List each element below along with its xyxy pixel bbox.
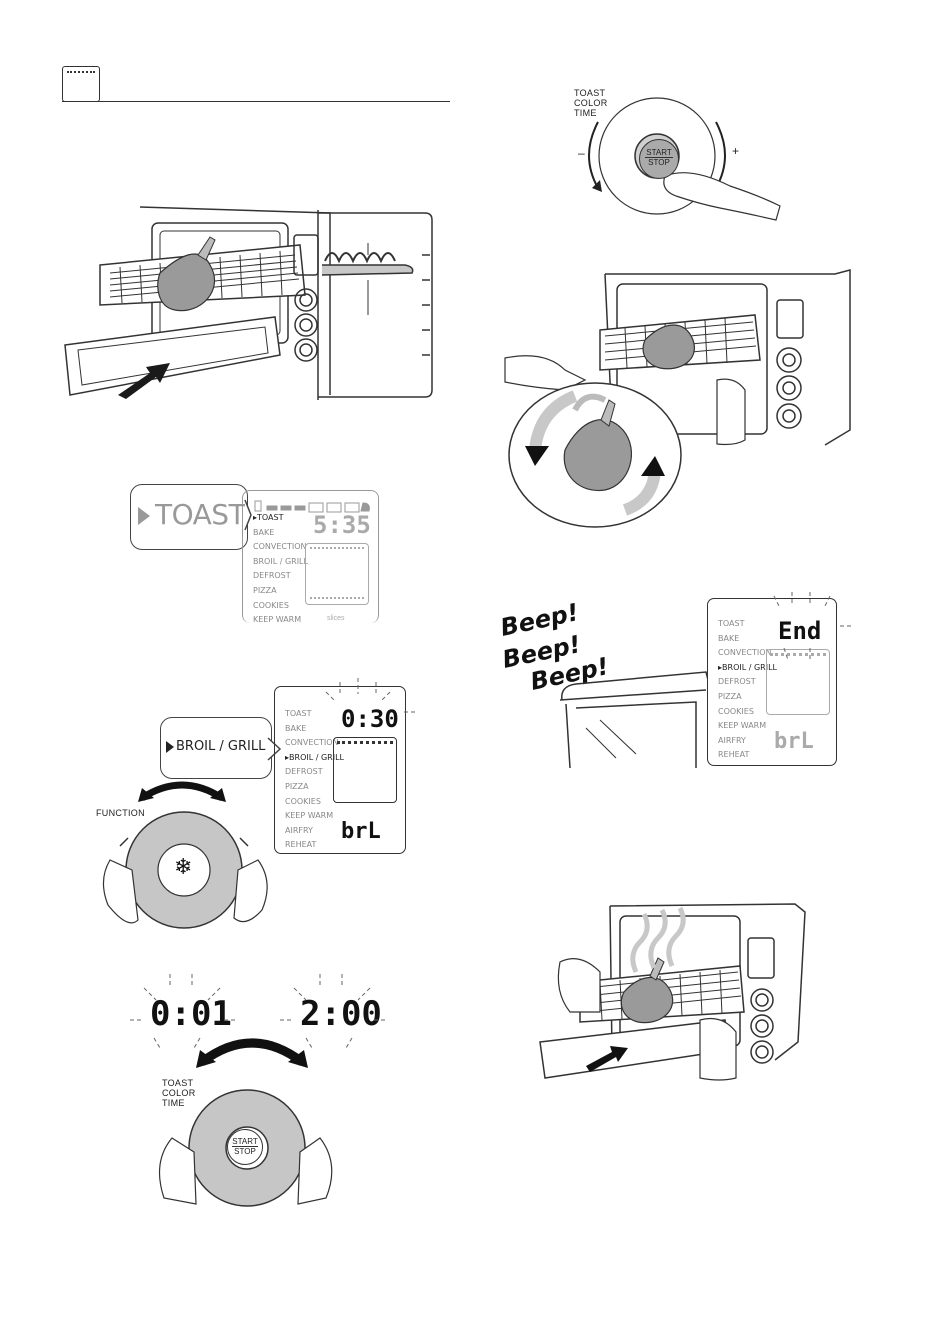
menu-item-defrost: DEFROST bbox=[253, 571, 291, 581]
menu-item-defrost: DEFROST bbox=[718, 677, 756, 687]
end-mode-code: brL bbox=[774, 729, 814, 754]
top-dial[interactable] bbox=[588, 96, 790, 226]
oven-insert-illustration bbox=[64, 206, 433, 400]
menu-item-reheat: REHEAT bbox=[285, 840, 317, 850]
start-label: START bbox=[232, 1137, 258, 1146]
menu-item-pizza: PIZZA bbox=[253, 585, 277, 595]
function-double-arrow-icon bbox=[138, 781, 226, 802]
snowflake-icon: ❄ bbox=[174, 854, 193, 879]
menu-item-broil-grill: BROIL / GRILL bbox=[718, 661, 777, 676]
triangle-pointer-icon bbox=[166, 741, 174, 753]
menu-item-cookies: COOKIES bbox=[285, 796, 321, 806]
toast-menu: TOAST BAKE CONVECTION BROIL / GRILL DEFR… bbox=[253, 511, 308, 623]
time-min: 0:01 bbox=[150, 994, 232, 1034]
end-display-text: End bbox=[778, 617, 822, 645]
oven-flip-illustration bbox=[504, 269, 851, 528]
toast-callout: TOAST bbox=[130, 484, 248, 550]
menu-item-convection: CONVECTION bbox=[718, 648, 772, 658]
menu-item-cookies: COOKIES bbox=[718, 706, 754, 716]
stop-label: STOP bbox=[232, 1146, 258, 1156]
header-icon bbox=[62, 66, 100, 102]
menu-item-pizza: PIZZA bbox=[718, 691, 742, 701]
time-dial-label: TOAST COLOR TIME bbox=[162, 1078, 196, 1108]
plus-sign: + bbox=[732, 144, 740, 158]
toast-display-time: 5:35 bbox=[313, 511, 371, 539]
menu-item-cookies: COOKIES bbox=[253, 600, 289, 610]
toast-shade-bar bbox=[254, 500, 370, 513]
menu-item-toast: TOAST bbox=[285, 709, 312, 718]
menu-item-bake: BAKE bbox=[285, 723, 307, 733]
function-dial[interactable] bbox=[98, 810, 278, 935]
end-flash-rays bbox=[773, 592, 852, 662]
broil-menu: TOAST BAKE CONVECTION BROIL / GRILL DEFR… bbox=[285, 707, 344, 853]
broil-callout: BROIL / GRILL bbox=[160, 717, 272, 779]
menu-item-broil-grill: BROIL / GRILL bbox=[253, 556, 308, 566]
menu-item-reheat: REHEAT bbox=[718, 750, 750, 760]
menu-item-convection: CONVECTION bbox=[285, 738, 339, 748]
broil-lcd-panel: TOAST BAKE CONVECTION BROIL / GRILL DEFR… bbox=[274, 686, 406, 854]
top-start-stop-button[interactable]: START STOP bbox=[639, 139, 679, 179]
triangle-pointer-icon bbox=[138, 507, 150, 525]
menu-item-bake: BAKE bbox=[718, 633, 740, 643]
stop-label: STOP bbox=[645, 157, 673, 167]
menu-item-bake: BAKE bbox=[253, 527, 275, 537]
broil-mode-code: brL bbox=[341, 819, 381, 844]
time-start-stop-button[interactable]: START STOP bbox=[227, 1129, 263, 1165]
top-dial-label: TOAST COLOR TIME bbox=[574, 88, 608, 118]
function-label: FUNCTION bbox=[96, 808, 145, 818]
time-max: 2:00 bbox=[300, 994, 382, 1034]
menu-item-convection: CONVECTION bbox=[253, 542, 307, 552]
broil-chamber-box bbox=[333, 737, 397, 803]
toast-chamber-box bbox=[305, 543, 369, 605]
toast-lcd-panel: TOAST BAKE CONVECTION BROIL / GRILL DEFR… bbox=[242, 490, 379, 623]
menu-item-keep-warm: KEEP WARM bbox=[285, 811, 334, 821]
menu-item-broil-grill: BROIL / GRILL bbox=[285, 751, 344, 766]
menu-item-pizza: PIZZA bbox=[285, 781, 309, 791]
time-flash-rays bbox=[130, 974, 388, 1049]
broil-display-time: 0:30 bbox=[341, 705, 399, 733]
menu-item-toast: TOAST bbox=[718, 619, 745, 628]
toast-callout-text: TOAST bbox=[155, 498, 246, 531]
oven-closed-illustration bbox=[559, 671, 711, 769]
menu-item-keep-warm: KEEP WARM bbox=[718, 721, 767, 731]
toast-footer-label: slices bbox=[327, 615, 345, 622]
oven-remove-illustration bbox=[539, 903, 806, 1081]
end-chamber-box bbox=[766, 649, 830, 715]
header-rule bbox=[62, 101, 450, 102]
time-double-arrow-icon bbox=[196, 1038, 308, 1068]
minus-sign: – bbox=[578, 146, 585, 160]
broil-callout-text: BROIL / GRILL bbox=[176, 739, 266, 754]
toast-callout-connector bbox=[244, 499, 252, 531]
menu-item-defrost: DEFROST bbox=[285, 767, 323, 777]
end-menu: TOAST BAKE CONVECTION BROIL / GRILL DEFR… bbox=[718, 617, 777, 763]
start-label: START bbox=[646, 148, 672, 157]
broil-flash-rays bbox=[325, 678, 418, 713]
menu-item-toast: TOAST bbox=[253, 511, 308, 526]
end-lcd-panel: TOAST BAKE CONVECTION BROIL / GRILL DEFR… bbox=[707, 598, 837, 766]
menu-item-airfry: AIRFRY bbox=[285, 825, 313, 835]
menu-item-airfry: AIRFRY bbox=[718, 735, 746, 745]
menu-item-keep-warm: KEEP WARM bbox=[253, 615, 302, 623]
